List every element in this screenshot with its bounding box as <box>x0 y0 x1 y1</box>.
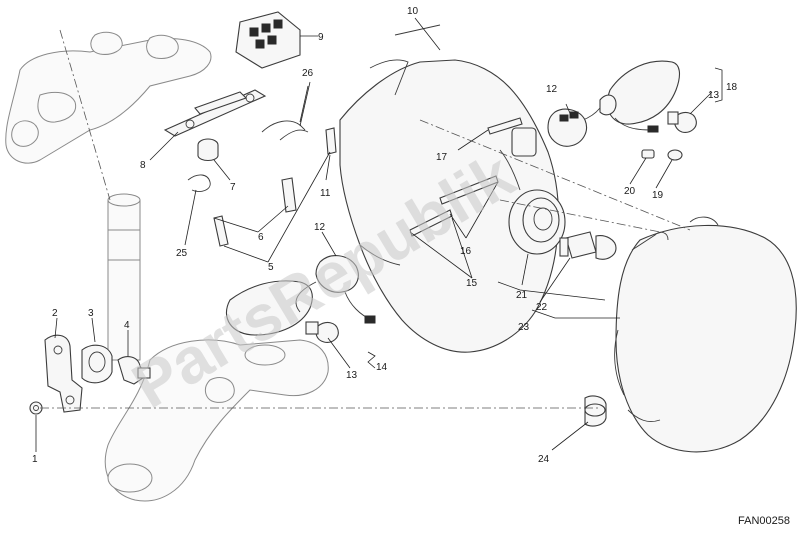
drawing-code: FAN00258 <box>738 515 790 527</box>
right-turn-indicator <box>547 60 681 147</box>
callout-19: 19 <box>652 190 664 201</box>
headlight-reflector <box>508 189 566 255</box>
cable-connector <box>117 356 151 385</box>
mounting-bracket <box>163 89 267 137</box>
callout-17: 17 <box>436 152 448 163</box>
callout-8: 8 <box>140 160 146 171</box>
callout-26: 26 <box>302 68 314 79</box>
callout-24: 24 <box>538 454 550 465</box>
headlight-bulb <box>559 231 617 260</box>
callout-16: 16 <box>460 246 472 257</box>
callout-12-left: 12 <box>314 222 326 233</box>
callout-21: 21 <box>516 290 528 301</box>
callout-11: 11 <box>320 188 331 199</box>
callout-13-right: 13 <box>708 90 720 101</box>
rubber-pad <box>584 395 607 427</box>
lower-triple-clamp <box>104 339 329 502</box>
callout-labels: 9 10 8 7 25 6 5 26 11 12 12 1 2 3 4 13 1… <box>32 6 738 465</box>
callout-6: 6 <box>258 232 264 243</box>
callout-25: 25 <box>176 248 188 259</box>
callout-2: 2 <box>52 308 58 319</box>
center-lines <box>40 29 691 409</box>
rubber-boot <box>81 344 113 384</box>
cable-clamp <box>44 334 83 413</box>
right-indicator-bulb <box>667 111 697 133</box>
headlight-lens <box>614 216 797 453</box>
callout-7: 7 <box>230 182 236 193</box>
left-turn-indicator <box>225 255 376 343</box>
screw-set <box>213 117 683 247</box>
callout-20: 20 <box>624 186 636 197</box>
callout-23: 23 <box>518 322 530 333</box>
callout-13-left: 13 <box>346 370 358 381</box>
connector-block <box>235 11 301 69</box>
callout-4: 4 <box>124 320 130 331</box>
rubber-grommet <box>197 138 219 162</box>
leader-lines <box>35 17 723 452</box>
upper-triple-clamp <box>5 31 212 164</box>
callout-5: 5 <box>268 262 274 273</box>
callout-3: 3 <box>88 308 94 319</box>
callout-9: 9 <box>318 32 324 43</box>
callout-15: 15 <box>466 278 478 289</box>
spring-clip <box>187 174 211 193</box>
headlight-fairing <box>339 24 560 353</box>
steering-stem <box>107 193 141 361</box>
callout-14: 14 <box>376 362 388 373</box>
callout-18: 18 <box>726 82 738 93</box>
callout-10: 10 <box>407 6 419 17</box>
wire-clip <box>261 120 309 141</box>
callout-1: 1 <box>32 454 38 465</box>
callout-22: 22 <box>536 302 548 313</box>
callout-12-right: 12 <box>546 84 558 95</box>
